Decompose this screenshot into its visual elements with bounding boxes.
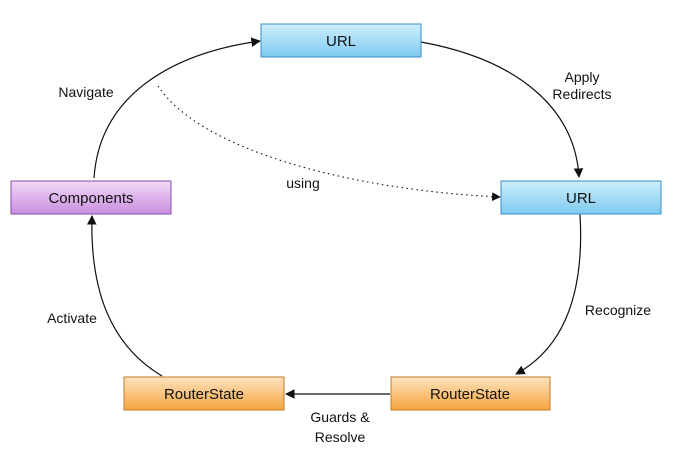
label-resolve: Resolve: [315, 429, 366, 445]
label-recognize: Recognize: [585, 302, 651, 318]
node-url-top: URL: [260, 23, 422, 58]
node-routerstate-right-label: RouterState: [430, 386, 510, 403]
edge-activate: [86, 215, 163, 377]
node-routerstate-left: RouterState: [123, 376, 285, 411]
label-apply: Apply: [564, 69, 599, 85]
label-using: using: [286, 175, 319, 191]
label-navigate: Navigate: [58, 84, 113, 100]
node-routerstate-right: RouterState: [390, 376, 551, 411]
edge-recognize: [515, 213, 582, 375]
label-activate: Activate: [47, 310, 97, 326]
edge-navigate: [93, 37, 261, 179]
label-redirects: Redirects: [552, 86, 611, 102]
edge-using: [157, 85, 501, 202]
node-components-label: Components: [48, 190, 133, 207]
label-guards: Guards &: [310, 409, 370, 425]
node-components: Components: [10, 180, 172, 215]
node-url-top-label: URL: [326, 33, 356, 50]
node-routerstate-left-label: RouterState: [164, 386, 244, 403]
node-url-right: URL: [500, 180, 662, 215]
node-url-right-label: URL: [566, 190, 596, 207]
edge-apply-redirects: [420, 41, 584, 178]
